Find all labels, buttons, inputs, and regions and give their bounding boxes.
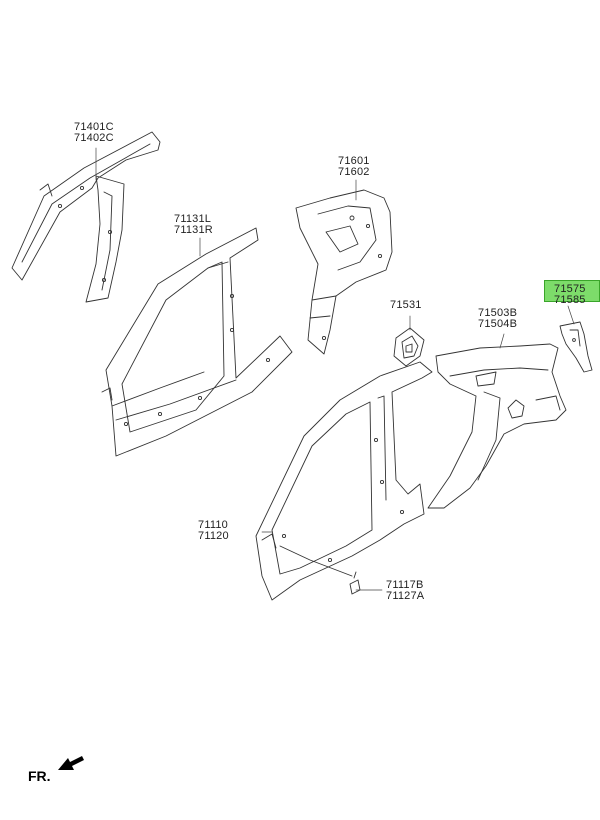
part-number: 71117B — [386, 579, 424, 591]
part-number: 71504B — [478, 318, 518, 330]
label-fuel-door[interactable]: 71531 — [390, 300, 422, 311]
part-number: 71602 — [338, 166, 370, 178]
a-pillar-roof-rail-part[interactable] — [11, 131, 161, 303]
part-number: 71503B — [478, 307, 518, 319]
side-outer-panel-part[interactable] — [255, 361, 433, 601]
label-bracket[interactable]: 71575 71585 — [554, 284, 600, 306]
part-number: 71601 — [338, 155, 370, 167]
part-number: 71110 — [198, 519, 228, 531]
label-side-inner[interactable]: 71131L 71131R — [174, 214, 213, 236]
part-number: 71531 — [390, 299, 422, 311]
part-number: 71131L — [174, 213, 212, 225]
label-side-outer[interactable]: 71110 71120 — [198, 520, 229, 542]
leader-lines — [95, 147, 575, 591]
part-number: 71120 — [198, 530, 229, 542]
label-clip[interactable]: 71117B 71127A — [386, 580, 424, 602]
label-quarter-outer[interactable]: 71503B 71504B — [478, 308, 517, 330]
quarter-bracket-part[interactable] — [559, 321, 593, 373]
part-number: 71131R — [174, 224, 213, 236]
part-number: 71585 — [554, 294, 586, 306]
arrow-front-icon — [58, 756, 84, 770]
fuel-door-housing-part[interactable] — [393, 327, 425, 367]
part-number: 71402C — [74, 132, 114, 144]
front-direction-label: FR. — [28, 768, 51, 784]
quarter-inner-panel-part[interactable] — [295, 189, 393, 355]
part-number: 71401C — [74, 121, 114, 133]
part-number: 71127A — [386, 590, 425, 602]
side-inner-panel-part[interactable] — [101, 227, 293, 457]
label-a-pillar[interactable]: 71401C 71402C — [74, 122, 114, 144]
label-quarter-inner[interactable]: 71601 71602 — [338, 156, 370, 178]
part-number: 71575 — [554, 284, 586, 295]
side-clip-part[interactable] — [349, 571, 361, 595]
quarter-outer-panel-part[interactable] — [427, 343, 567, 509]
